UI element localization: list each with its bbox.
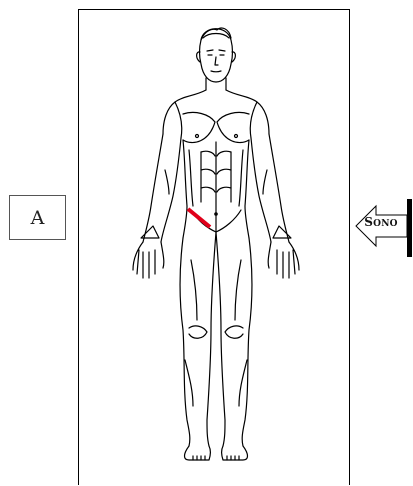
view-label-box: A xyxy=(9,195,66,240)
view-label: A xyxy=(31,207,45,229)
probe-position-marker xyxy=(188,209,210,227)
probe-direction-indicator: SONO xyxy=(355,193,413,259)
probe-label: SONO xyxy=(360,215,402,229)
diagram-frame xyxy=(78,9,350,485)
body-outline-icon xyxy=(79,10,351,486)
